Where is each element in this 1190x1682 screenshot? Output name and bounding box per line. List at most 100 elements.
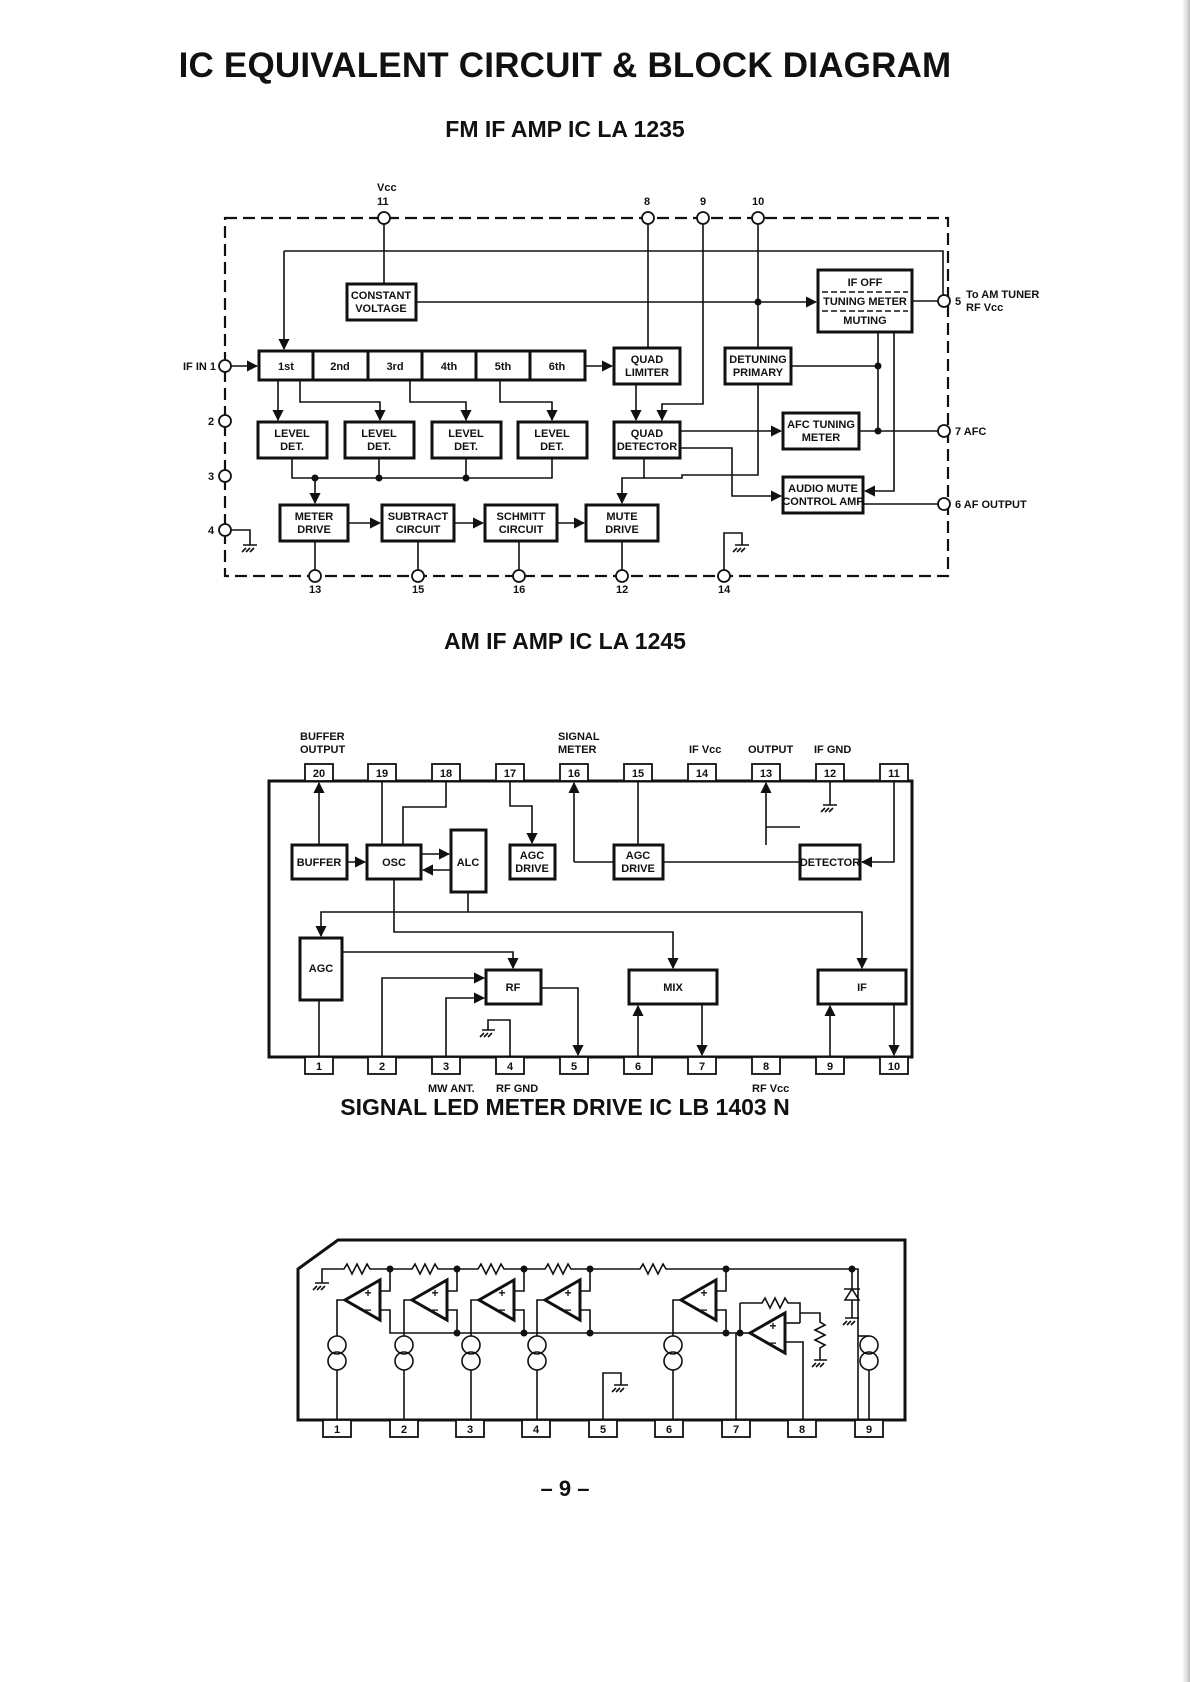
svg-text:RF GND: RF GND [496,1083,538,1095]
fm-stage-2: 2nd [330,361,350,373]
fm-quad-limiter-block [612,346,682,386]
svg-text:9: 9 [827,1061,833,1073]
svg-text:RF: RF [506,982,521,994]
led-comparator-1: + − [336,1269,391,1336]
svg-text:6: 6 [635,1061,641,1073]
svg-text:8: 8 [763,1061,769,1073]
svg-text:CIRCUIT: CIRCUIT [396,524,441,536]
svg-text:METER: METER [558,744,597,756]
svg-text:DRIVE: DRIVE [605,524,639,536]
svg-text:+: + [364,1286,371,1300]
fm-pin-15 [411,569,425,583]
fm-pin-5-desc-1: To AM TUNER [966,289,1039,301]
fm-quad-detector-block [612,420,682,460]
am-bottom-pins: 1 2 3 4 5 6 7 8 9 10 [304,1056,909,1075]
svg-text:20: 20 [313,768,325,780]
fm-audio-mute-block [781,475,865,515]
fm-pin-2-label: 2 [208,416,214,428]
fm-pin-2 [218,414,232,428]
svg-text:METER: METER [295,511,334,523]
svg-text:12: 12 [824,768,836,780]
svg-text:15: 15 [632,768,644,780]
fm-pin-6 [937,497,951,511]
fm-vcc-label: Vcc [377,182,397,194]
svg-text:−: − [498,1303,505,1317]
svg-text:IF: IF [857,982,867,994]
fm-stage-1: 1st [278,361,294,373]
svg-text:SCHMITT: SCHMITT [497,511,546,523]
am-top-pins: 20 19 18 17 16 15 14 13 12 11 [304,763,909,782]
svg-text:CIRCUIT: CIRCUIT [499,524,544,536]
svg-text:DRIVE: DRIVE [297,524,331,536]
fm-pin-3-label: 3 [208,471,214,483]
svg-text:10: 10 [888,1061,900,1073]
fm-tuning-meter-label: TUNING METER [823,296,907,308]
led-comparator-3: + − [470,1269,525,1336]
svg-text:5: 5 [571,1061,577,1073]
fm-pin-5-desc-2: RF Vcc [966,302,1003,314]
fm-if-off-label: IF OFF [848,277,883,289]
am-if-block [816,968,908,1006]
led-comparator-2: + − [403,1269,458,1336]
fm-pin-7-label: 7 AFC [955,426,986,438]
fm-pin-3 [218,469,232,483]
page-number: – 9 – [540,1476,590,1501]
svg-text:RF Vcc: RF Vcc [752,1083,789,1095]
svg-text:LEVEL: LEVEL [274,428,310,440]
am-detector-block [798,843,862,881]
fm-if-amp-diagram: Vcc 11 8 9 10 5 To AM TUNER RF Vcc 7 AFC… [183,182,1039,596]
svg-text:+: + [700,1286,707,1300]
fm-pin-15-label: 15 [412,584,424,596]
svg-text:AGC: AGC [520,850,545,862]
fm-pin-11 [377,211,391,225]
svg-text:−: − [431,1303,438,1317]
fm-ground-14 [723,532,743,570]
svg-text:LEVEL: LEVEL [534,428,570,440]
svg-text:SUBTRACT: SUBTRACT [388,511,449,523]
fm-pin-1 [218,359,232,373]
svg-text:14: 14 [696,768,709,780]
fm-pin-5 [937,294,951,308]
fm-pin-7 [937,424,951,438]
fm-stage-6: 6th [549,361,566,373]
svg-text:19: 19 [376,768,388,780]
svg-text:OUTPUT: OUTPUT [300,744,346,756]
svg-text:1: 1 [334,1424,340,1436]
svg-text:METER: METER [802,432,841,444]
svg-text:17: 17 [504,768,516,780]
svg-text:LEVEL: LEVEL [448,428,484,440]
svg-text:IF Vcc: IF Vcc [689,744,721,756]
fm-constant-voltage-l2: VOLTAGE [355,303,407,315]
svg-text:16: 16 [568,768,580,780]
svg-text:2: 2 [401,1424,407,1436]
svg-text:ALC: ALC [457,857,480,869]
svg-text:+: + [769,1319,776,1333]
page-edge-shadow [1182,0,1190,1682]
svg-text:DETECTOR: DETECTOR [617,441,677,453]
led-section-title: SIGNAL LED METER DRIVE IC LB 1403 N [340,1094,790,1120]
fm-pin-14 [717,569,731,583]
svg-text:7: 7 [733,1424,739,1436]
am-agc-block [298,936,344,1002]
fm-pin-11-label: 11 [377,196,389,208]
svg-text:1: 1 [316,1061,322,1073]
svg-text:−: − [700,1303,707,1317]
fm-quad-limiter-l1: QUAD [631,354,663,366]
fm-ic-outline [223,216,950,578]
am-if-amp-diagram: BUFFER OUTPUT SIGNAL METER IF Vcc OUTPUT… [267,731,914,1095]
svg-text:3: 3 [467,1424,473,1436]
svg-text:5: 5 [600,1424,606,1436]
svg-text:AUDIO MUTE: AUDIO MUTE [788,483,858,495]
led-ground-pin-5 [602,1372,628,1420]
fm-pin-6-label: 6 AF OUTPUT [955,499,1027,511]
fm-detuning-primary-l1: DETUNING [729,354,786,366]
svg-text:DET.: DET. [454,441,478,453]
fm-pin-14-label: 14 [718,584,731,596]
svg-text:−: − [769,1336,776,1350]
fm-mute-drive-block [584,503,660,543]
svg-text:6: 6 [666,1424,672,1436]
svg-text:AGC: AGC [309,963,334,975]
fm-pin-9-label: 9 [700,196,706,208]
led-resistor-ladder [321,1262,859,1420]
